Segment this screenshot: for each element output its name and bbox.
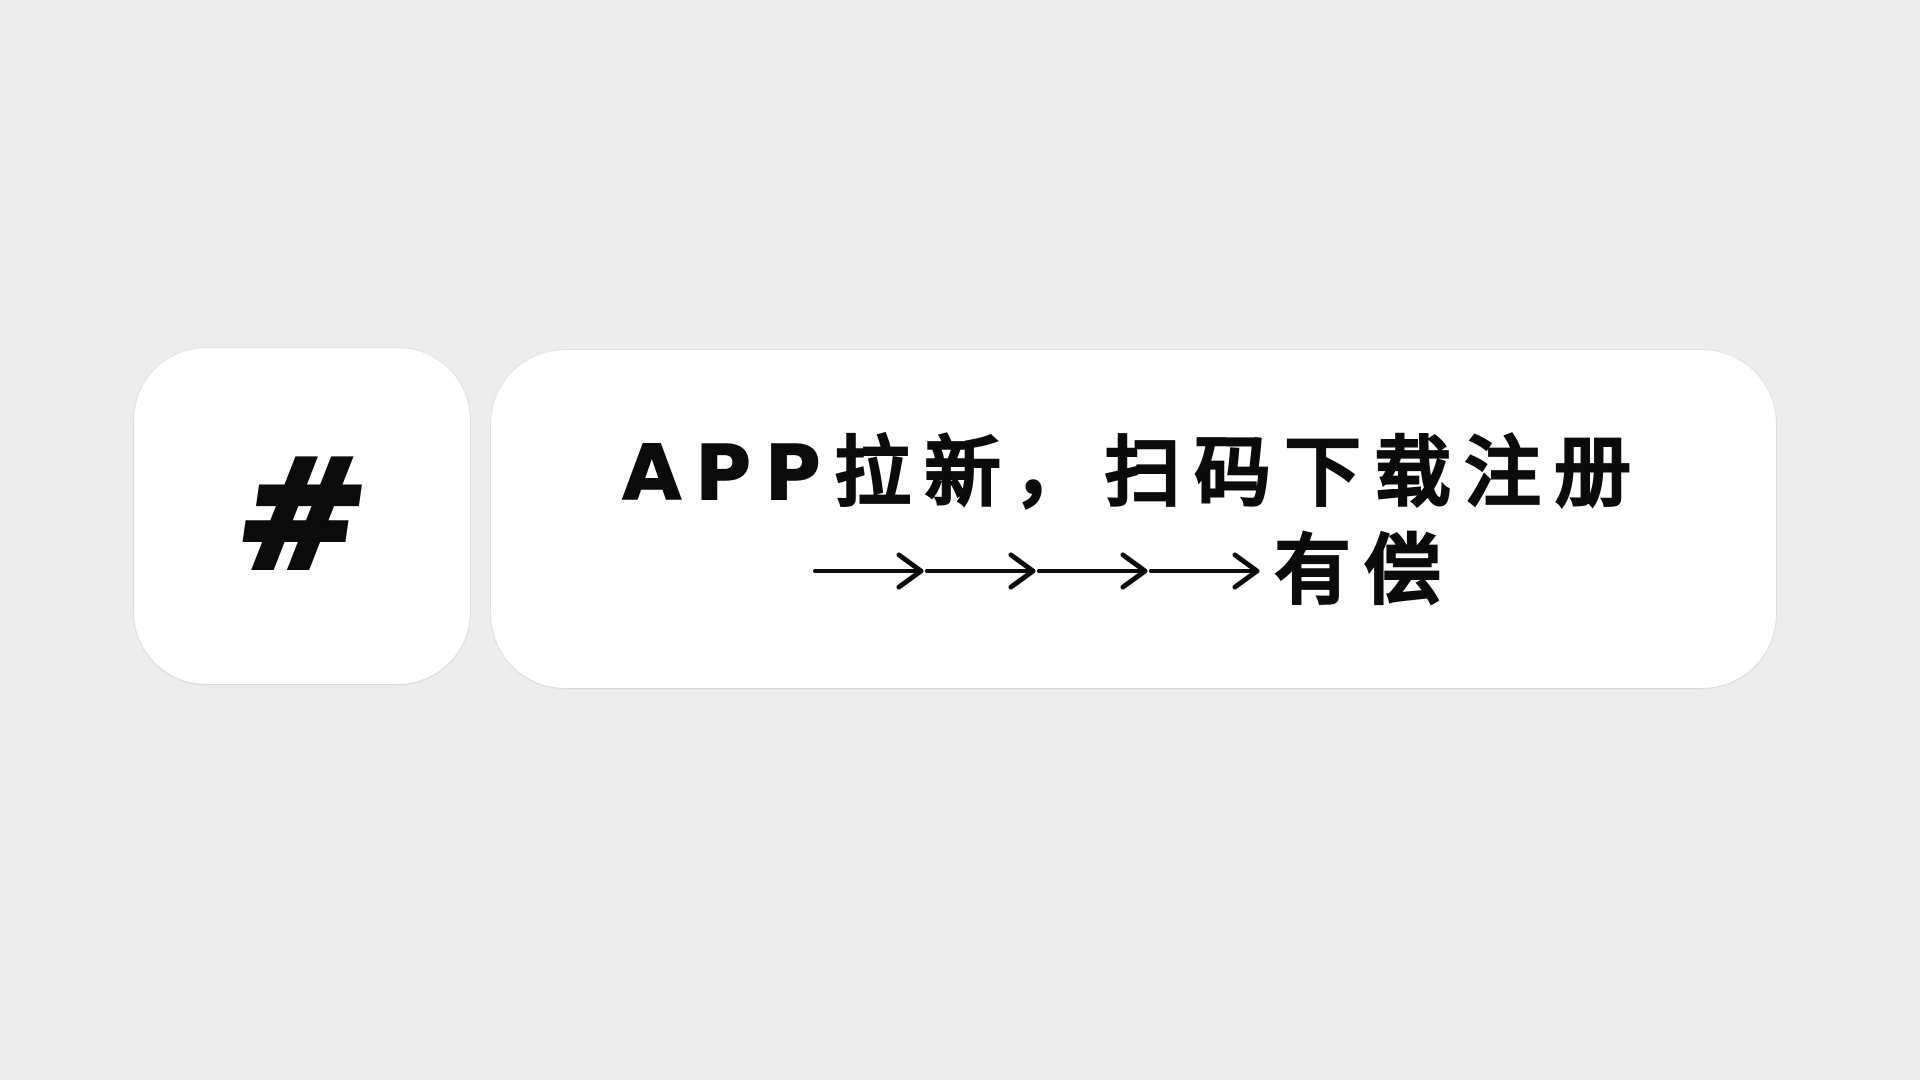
right-arrow-icon bbox=[1148, 549, 1261, 593]
right-arrow-icon bbox=[1036, 549, 1149, 593]
text-card: APP拉新，扫码下载注册 bbox=[491, 350, 1776, 688]
right-arrow-icon bbox=[924, 549, 1037, 593]
headline-text: APP拉新，扫码下载注册 bbox=[622, 428, 1645, 518]
arrow-sequence bbox=[812, 549, 1261, 593]
hash-card: # bbox=[134, 348, 470, 684]
hash-icon: # bbox=[224, 426, 380, 606]
right-arrow-icon bbox=[812, 549, 925, 593]
paid-label: 有偿 bbox=[1274, 526, 1455, 615]
headline-second-line: 有偿 bbox=[812, 526, 1455, 615]
